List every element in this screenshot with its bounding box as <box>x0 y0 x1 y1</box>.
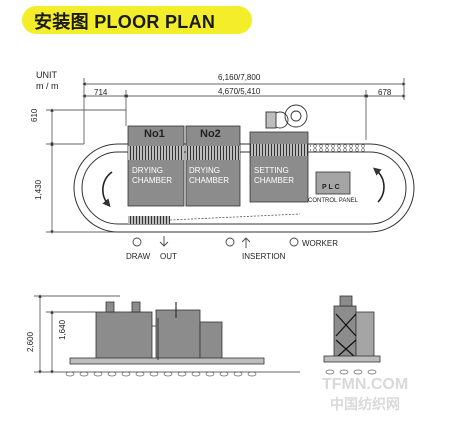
dim-middle: 4,670/5,410 <box>218 87 261 96</box>
drying-chamber-no1 <box>127 125 185 207</box>
dim-right: 678 <box>378 88 392 97</box>
worker-label: WORKER <box>302 239 338 248</box>
chain-line <box>169 213 301 221</box>
chain-segment-bottom <box>128 216 170 224</box>
watermark-line2: 中国纺织网 <box>330 396 400 412</box>
chamber-no2-label: No2 <box>200 128 221 140</box>
dim-top-height: 610 <box>30 108 39 122</box>
insertion-label: INSERTION <box>242 252 286 261</box>
chamber-no1-label: No1 <box>144 128 165 140</box>
drying-chamber-no2 <box>185 125 241 207</box>
dimension-lines <box>46 78 406 234</box>
dim-elev-inner: 1,640 <box>58 319 67 340</box>
page-title: 安装图 PLOOR PLAN <box>34 12 216 32</box>
dim-elev-total: 2,600 <box>26 331 35 352</box>
dim-left: 714 <box>94 88 108 97</box>
side-elevation <box>69 301 265 365</box>
track-direction-arrows <box>102 167 385 208</box>
control-panel-label: CONTROL PANEL <box>308 198 359 204</box>
watermark-line1: TFMN.COM <box>322 376 409 393</box>
chain-segment-top <box>310 144 366 152</box>
drying-chamber-2-label: DRYING CHAMBER <box>189 166 230 185</box>
front-elevation-rollers <box>325 369 377 375</box>
front-elevation <box>323 295 381 363</box>
unit-label: UNIT m / m <box>36 70 59 92</box>
draw-label: DRAW <box>126 252 151 261</box>
setting-chamber-label: SETTING CHAMBER <box>254 166 295 185</box>
unit-line2: m / m <box>36 81 59 91</box>
plc-label: P L C <box>322 184 340 191</box>
plc-box <box>315 171 351 195</box>
flow-arrows <box>132 236 299 248</box>
conveyor-track <box>73 143 415 233</box>
title-banner <box>22 6 252 34</box>
dim-overall: 6,160/7,800 <box>218 73 261 82</box>
setting-chamber <box>249 131 309 203</box>
out-label: OUT <box>160 252 177 261</box>
drying-chamber-1-label: DRYING CHAMBER <box>132 166 173 185</box>
roller-unit <box>265 104 308 129</box>
side-elevation-rollers <box>65 371 257 377</box>
dim-side-height: 1,430 <box>34 179 43 200</box>
unit-line1: UNIT <box>36 70 57 80</box>
